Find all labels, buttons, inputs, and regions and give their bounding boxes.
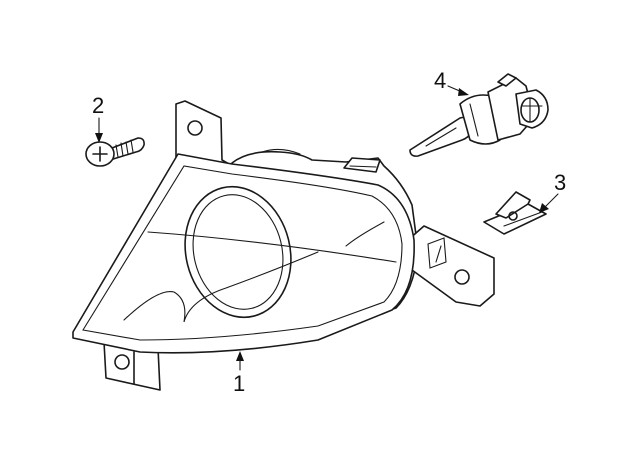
callout-3-clip: 3 xyxy=(554,170,566,195)
bulb xyxy=(409,73,549,157)
fog-lamp-assembly xyxy=(72,100,495,391)
callout-1-fog-lamp: 1 xyxy=(233,371,245,396)
leader-lines xyxy=(95,85,559,371)
screw xyxy=(85,137,145,167)
callout-4-bulb: 4 xyxy=(434,68,446,93)
retaining-clip xyxy=(483,191,547,235)
callout-2-screw: 2 xyxy=(92,93,104,118)
